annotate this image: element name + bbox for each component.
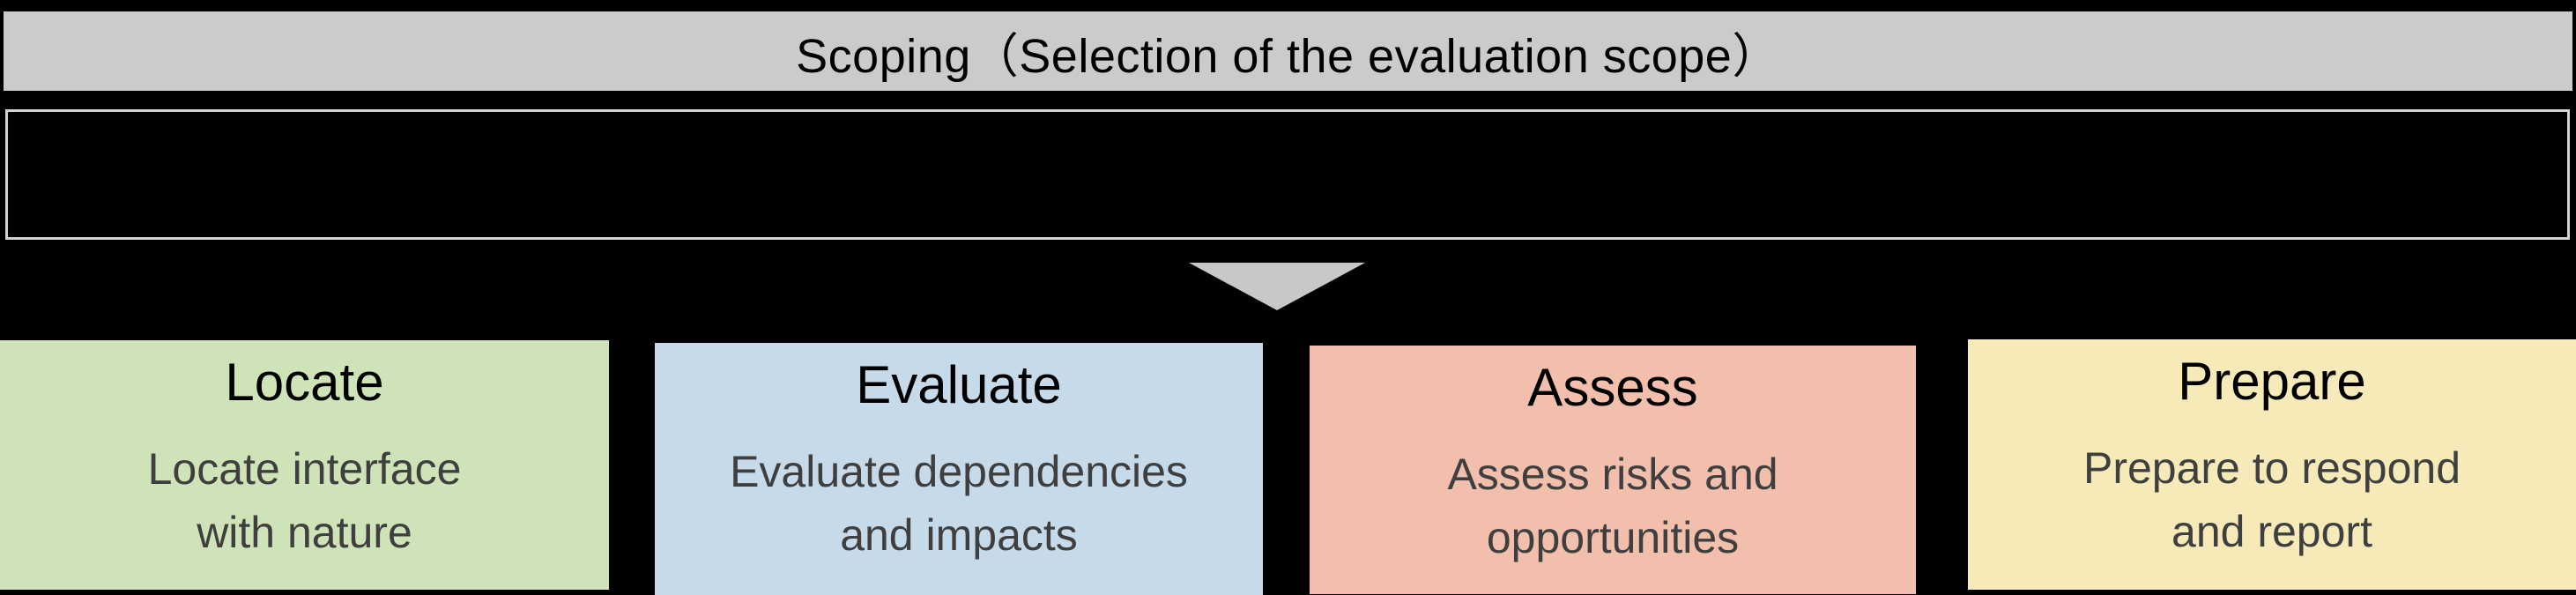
step-title: Locate bbox=[225, 353, 384, 412]
step-description: Locate interface with nature bbox=[148, 437, 462, 564]
header-title: Scoping（Selection of the evaluation scop… bbox=[796, 29, 1780, 83]
header-bar: Scoping（Selection of the evaluation scop… bbox=[4, 11, 2572, 91]
step-description-line: Evaluate dependencies bbox=[730, 447, 1188, 496]
step-box-prepare: Prepare Prepare to respond and report bbox=[1968, 339, 2576, 590]
step-box-locate: Locate Locate interface with nature bbox=[0, 340, 609, 590]
step-box-evaluate: Evaluate Evaluate dependencies and impac… bbox=[655, 343, 1263, 595]
step-description-line: Prepare to respond bbox=[2082, 443, 2461, 493]
down-arrow-icon bbox=[1189, 263, 1365, 310]
step-description-line: Locate interface bbox=[147, 444, 462, 494]
step-description-line: and report bbox=[2171, 507, 2372, 556]
step-description-line: Assess risks and bbox=[1447, 450, 1778, 499]
step-description-line: and impacts bbox=[840, 510, 1078, 560]
step-box-assess: Assess Assess risks and opportunities bbox=[1310, 346, 1916, 594]
step-description: Assess risks and opportunities bbox=[1447, 443, 1778, 569]
step-description: Prepare to respond and report bbox=[2083, 436, 2461, 563]
step-description: Evaluate dependencies and impacts bbox=[730, 440, 1188, 567]
step-title: Prepare bbox=[2178, 352, 2366, 411]
step-description-line: opportunities bbox=[1486, 513, 1740, 562]
step-title: Assess bbox=[1527, 358, 1698, 417]
redacted-panel bbox=[5, 109, 2570, 240]
step-description-line: with nature bbox=[197, 508, 412, 557]
step-title: Evaluate bbox=[856, 355, 1062, 414]
